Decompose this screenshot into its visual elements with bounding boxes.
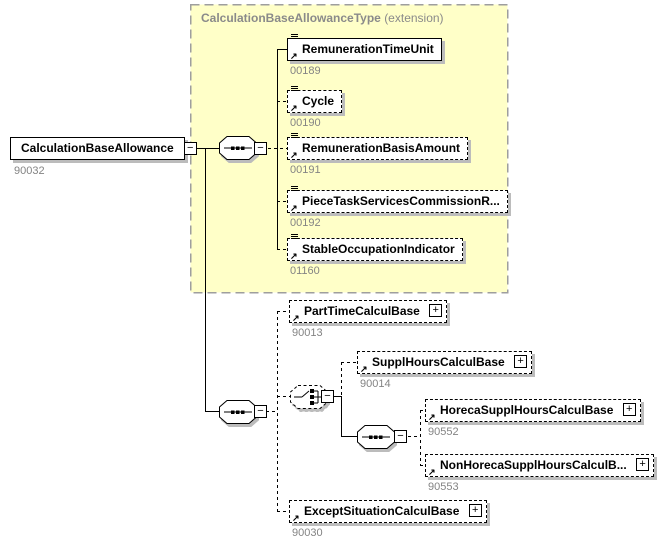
arrow-icon: ↗ [290,150,298,160]
element-piece-task-services-commission[interactable]: ↗ PieceTaskServicesCommissionR... [287,186,508,213]
element-name: ExceptSituationCalculBase [304,504,460,518]
element-name: Cycle [302,94,335,108]
element-id: 00189 [290,65,321,77]
element-stable-occupation-indicator[interactable]: ↗ StableOccupationIndicator [287,234,463,261]
expand-icon[interactable]: + [622,403,636,417]
element-horeca-suppl-hours-calcul-base[interactable]: ↗ HorecaSupplHoursCalculBase + [425,399,641,422]
element-id: 90014 [360,378,391,390]
element-id: 01160 [290,265,320,277]
arrow-icon: ↗ [428,467,436,477]
element-remuneration-basis-amount[interactable]: ↗ RemunerationBasisAmount [287,133,469,160]
element-calculation-base-allowance[interactable]: CalculationBaseAllowance − [10,137,197,160]
arrow-icon: ↗ [290,203,298,213]
element-id: 90552 [428,426,459,438]
arrow-icon: ↗ [290,103,298,113]
extension-type-name: CalculationBaseAllowanceType [201,11,381,25]
element-suppl-hours-calcul-base[interactable]: ↗ SupplHoursCalculBase + [357,351,533,374]
sequence-compositor-icon[interactable] [357,425,395,449]
element-name: PartTimeCalculBase [304,304,420,318]
arrow-icon: ↗ [360,364,368,374]
expand-icon[interactable]: + [468,504,482,518]
expand-icon[interactable]: + [514,355,528,369]
element-remuneration-time-unit[interactable]: ↗ RemunerationTimeUnit [287,34,442,61]
text-content-icon [291,86,298,91]
element-id: 90032 [14,165,45,177]
sequence-compositor-icon[interactable] [219,136,257,160]
element-name: CalculationBaseAllowance [21,141,174,155]
arrow-icon: ↗ [290,251,298,261]
arrow-icon: ↗ [428,412,436,422]
text-content-icon [291,133,298,138]
sequence-compositor-icon[interactable] [219,400,257,424]
element-id: 90553 [428,481,459,493]
choice-compositor-icon[interactable] [290,385,328,409]
element-id: 00191 [290,164,321,176]
element-name: PieceTaskServicesCommissionR... [302,194,500,208]
element-name: StableOccupationIndicator [302,242,455,256]
element-name: HorecaSupplHoursCalculBase [440,403,614,417]
text-content-icon [291,186,298,191]
element-part-time-calcul-base[interactable]: ↗ PartTimeCalculBase + [289,300,448,323]
element-id: 90013 [292,327,323,339]
element-name: NonHorecaSupplHoursCalculB... [440,458,627,472]
extension-suffix: (extension) [384,11,444,25]
expand-icon[interactable]: + [429,304,443,318]
element-id: 00192 [290,217,321,229]
arrow-icon: ↗ [290,51,298,61]
collapse-icon[interactable]: − [321,390,334,403]
text-content-icon [291,234,298,239]
collapse-icon[interactable]: − [254,142,267,155]
element-id: 00190 [290,117,321,129]
extension-group-title: CalculationBaseAllowanceType (extension) [201,11,444,25]
element-name: SupplHoursCalculBase [372,355,505,369]
collapse-icon[interactable]: − [394,430,407,443]
element-name: RemunerationBasisAmount [302,141,461,155]
collapse-icon[interactable]: − [183,142,197,155]
text-content-icon [291,34,298,39]
element-name: RemunerationTimeUnit [302,42,434,56]
element-non-horeca-suppl-hours-calcul-base[interactable]: ↗ NonHorecaSupplHoursCalculB... + [425,454,655,477]
expand-icon[interactable]: + [636,458,650,472]
arrow-icon: ↗ [292,513,300,523]
element-cycle[interactable]: ↗ Cycle [287,86,343,113]
element-id: 90030 [292,527,323,539]
arrow-icon: ↗ [292,313,300,323]
collapse-icon[interactable]: − [254,405,267,418]
element-except-situation-calcul-base[interactable]: ↗ ExceptSituationCalculBase + [289,500,487,523]
